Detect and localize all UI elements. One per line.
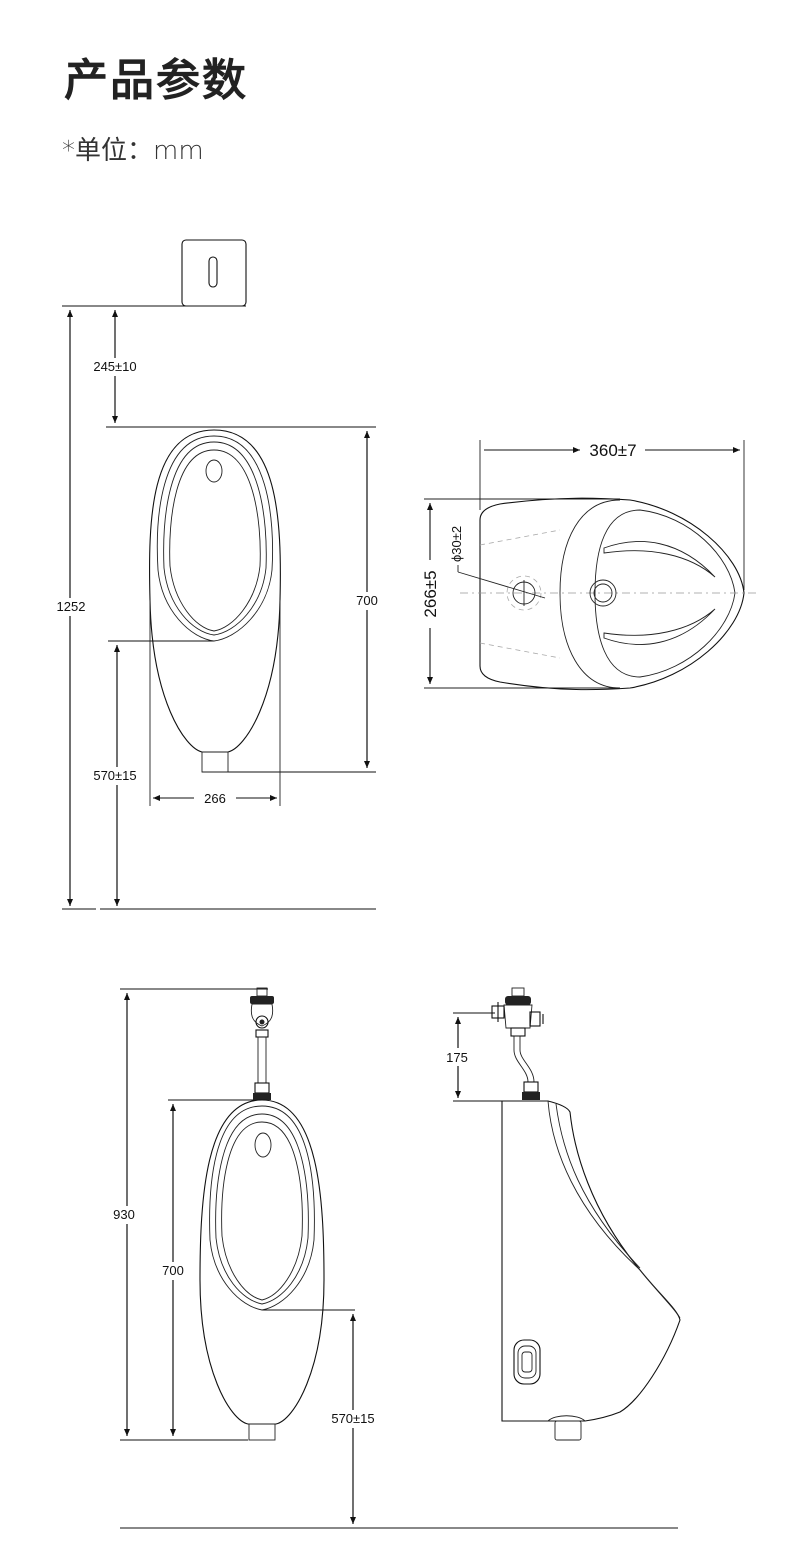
sensor-offset-label: 245±10 — [93, 359, 136, 374]
inlet-height-label: 570±15 — [93, 768, 136, 783]
unit-note: *单位：mm — [62, 136, 204, 166]
width-label: 266±5 — [421, 570, 440, 617]
valve-height-label: 175 — [446, 1050, 468, 1065]
top-view: 360±7 266±5 ϕ30±2 — [421, 440, 760, 691]
side-flush-valve-icon — [491, 987, 544, 1100]
inlet-height-label-valve: 570±15 — [331, 1411, 374, 1426]
hole-diameter-label: ϕ30±2 — [449, 526, 464, 562]
side-view-valve: 175 — [442, 987, 681, 1441]
body-width-label: 266 — [204, 791, 226, 806]
flush-valve-icon — [250, 987, 274, 1100]
depth-label: 360±7 — [589, 441, 636, 460]
total-height-label: 1252 — [57, 599, 86, 614]
front-view-sensor: 1252 245±10 570±15 700 266 — [52, 239, 382, 910]
body-height-label: 700 — [356, 593, 378, 608]
page-title: 产品参数 — [64, 55, 248, 106]
total-height-label-valve: 930 — [113, 1207, 135, 1222]
body-height-label-valve: 700 — [162, 1263, 184, 1278]
front-view-valve: 930 700 570±15 — [110, 987, 678, 1529]
sensor-icon — [181, 239, 247, 307]
